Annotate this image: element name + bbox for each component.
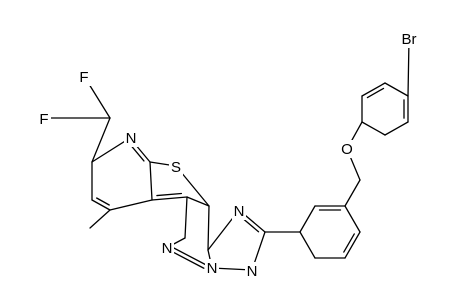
bond-br3-br4 <box>384 82 409 97</box>
bond-ph3-CH2 <box>344 179 361 207</box>
bond-ph4-ph5 <box>344 231 361 259</box>
bond-br5-br6 <box>384 121 409 136</box>
bond-br2-br3-double <box>366 87 385 99</box>
bond-pm3-th3 <box>207 205 210 251</box>
bond-py4-ch3 <box>89 209 111 229</box>
svg-text:N: N <box>162 240 173 257</box>
bond-py4-py3 <box>91 199 111 211</box>
bond-br6-br1 <box>361 121 386 136</box>
bond-th3-th4 <box>186 196 210 207</box>
bond-th4-py5-double <box>156 192 183 197</box>
atom-n-triazole-3: N <box>245 262 259 280</box>
bond-layer <box>43 38 410 271</box>
atom-br: Br <box>398 30 420 48</box>
svg-text:F: F <box>79 69 88 86</box>
bond-ph4-ph5-double <box>343 233 355 253</box>
bond-py2-py1 <box>91 137 131 163</box>
svg-text:Br: Br <box>402 31 417 48</box>
bond-py4-py3-double <box>95 197 110 206</box>
bond-br2-br3 <box>361 82 386 97</box>
bond-br4-Br <box>407 38 410 97</box>
bond-th4-py5 <box>151 196 188 201</box>
atom-n-pyridine: N <box>124 129 138 147</box>
svg-text:S: S <box>171 159 181 176</box>
svg-text:F: F <box>39 111 48 128</box>
atom-n-triazole-2: N <box>205 259 219 277</box>
bond-pm1-pm4-double <box>173 252 205 269</box>
atom-label-layer: F F N S N N N <box>37 30 420 280</box>
bond-py5-py4 <box>109 199 153 211</box>
bond-CHF2-py2 <box>91 117 111 163</box>
svg-text:N: N <box>207 260 218 277</box>
atom-f2: F <box>37 110 51 128</box>
atom-n-triazole-1: N <box>232 202 246 220</box>
atom-n-pyrimidine: N <box>160 239 174 257</box>
bond-ph1-ph2 <box>299 205 316 233</box>
svg-text:N: N <box>126 130 137 147</box>
svg-text:N: N <box>234 203 245 220</box>
bond-ph3-ph4 <box>344 205 361 233</box>
svg-text:O: O <box>341 141 353 158</box>
bond-py6-py5 <box>149 161 153 201</box>
atom-o: O <box>340 140 354 158</box>
bond-th4-pm2 <box>184 196 188 239</box>
bond-ph6-ph1 <box>299 231 316 259</box>
atom-s: S <box>169 158 183 176</box>
atom-f1: F <box>77 68 91 86</box>
svg-text:N: N <box>247 263 258 280</box>
